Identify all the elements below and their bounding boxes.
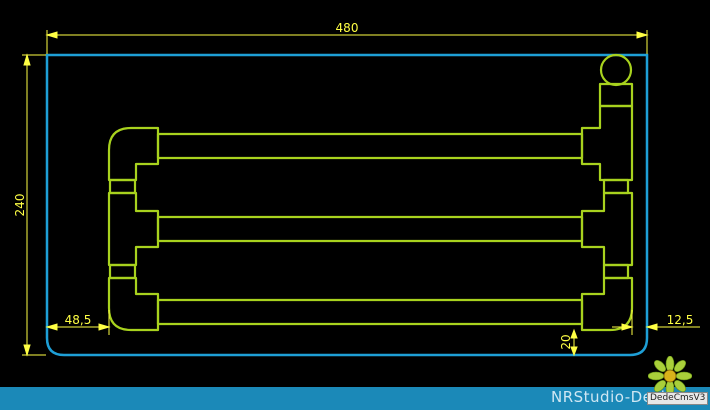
flower-logo-icon [648,356,692,396]
dimension-right-offset-label: 12,5 [667,313,694,327]
right-tee-top [580,104,634,182]
right-tee-middle [580,191,634,267]
dimension-bottom-offset-label: 20 [559,334,573,349]
left-coupling-1 [108,178,137,195]
dimension-left-offset-label: 48,5 [65,313,92,327]
dimension-lines [22,30,700,357]
left-elbow-bottom [107,276,160,332]
dimension-height-label: 240 [13,194,27,217]
dedecms-badge: DedeCmsV3 [647,392,709,405]
right-elbow-bottom [580,276,634,332]
pipe-manifold [107,53,634,332]
left-tee-middle [107,191,160,267]
outlet-pipe-section [599,53,633,87]
left-elbow-top [107,126,160,182]
left-coupling-2 [108,263,137,280]
footer-bar [0,387,710,410]
right-coupling-2 [602,263,630,280]
pipe-tube-top [156,132,584,160]
pipe-tube-middle [156,215,584,243]
dimension-width-label: 480 [336,21,359,35]
riser-pipe [598,82,634,108]
tank-outline [45,53,649,357]
pipe-tube-bottom [156,298,584,326]
right-coupling-1 [602,178,630,195]
